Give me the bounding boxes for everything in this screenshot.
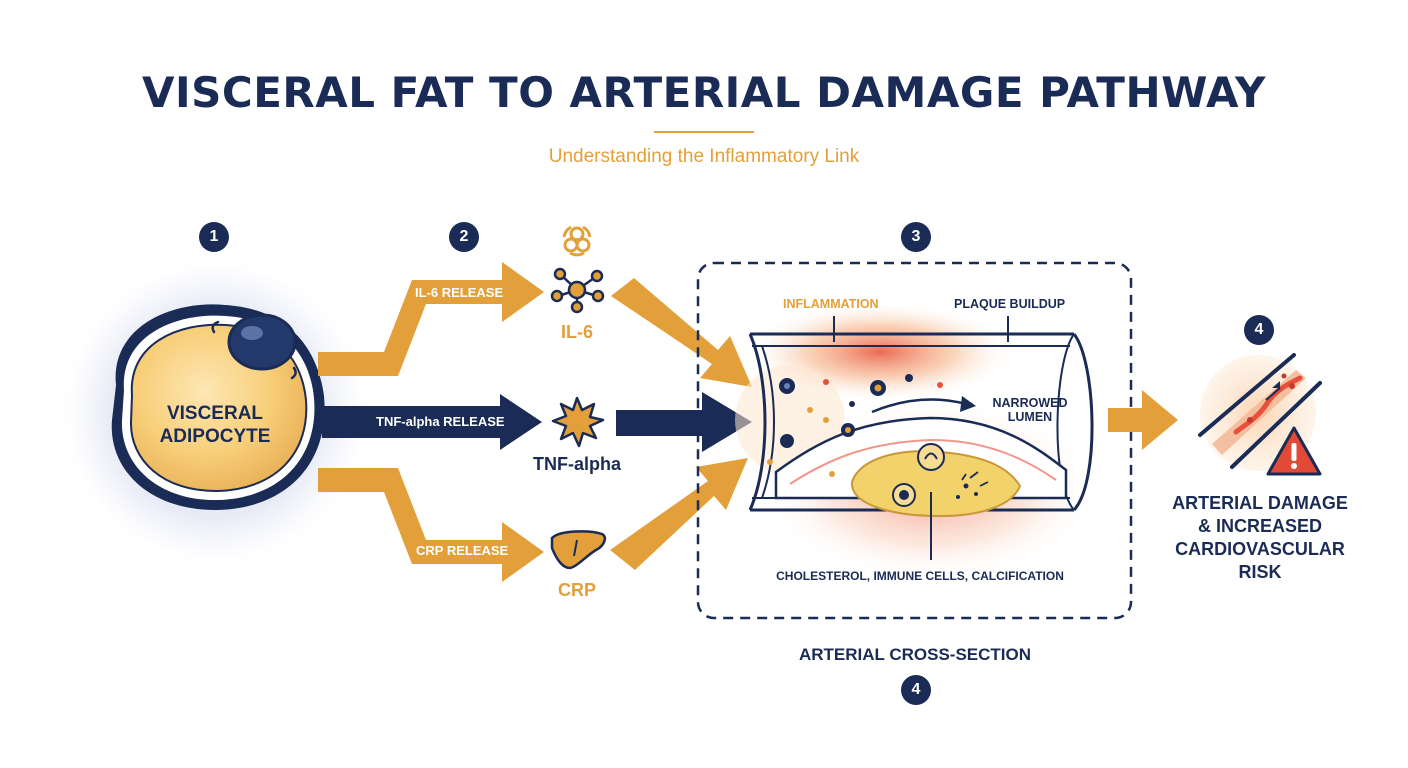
step-1-badge: 1 bbox=[199, 222, 229, 252]
outcome-label: ARTERIAL DAMAGE & INCREASED CARDIOVASCUL… bbox=[1165, 492, 1355, 584]
warning-icon bbox=[1266, 426, 1322, 476]
crp-to-artery-arrow bbox=[610, 458, 748, 570]
narrowed-lumen-line1: NARROWED bbox=[992, 396, 1068, 410]
narrowed-lumen-label: NARROWED LUMEN bbox=[990, 396, 1070, 424]
il6-molecule-label: IL-6 bbox=[560, 322, 593, 342]
crp-release-label: CRP RELEASE bbox=[416, 543, 509, 558]
title-divider bbox=[654, 131, 754, 133]
step-4-outcome-badge: 4 bbox=[1244, 315, 1274, 345]
outcome-line1: ARTERIAL DAMAGE bbox=[1172, 493, 1348, 513]
tnf-release-arrow bbox=[322, 394, 542, 450]
outcome-line4: RISK bbox=[1238, 562, 1282, 582]
crp-release-arrow bbox=[318, 468, 544, 582]
liver-icon bbox=[550, 530, 607, 570]
cross-section-label: ARTERIAL CROSS-SECTION bbox=[798, 645, 1032, 664]
artery-cross-section bbox=[735, 304, 1100, 580]
step-3-badge: 3 bbox=[901, 222, 931, 252]
cross-section-frame bbox=[696, 261, 1133, 620]
nucleus-icon bbox=[227, 313, 297, 371]
il6-release-label: IL-6 RELEASE bbox=[415, 285, 504, 300]
tnf-molecule-label: TNF-alpha bbox=[533, 454, 621, 474]
narrowed-lumen-line2: LUMEN bbox=[1007, 410, 1053, 424]
outcome-line2: & INCREASED bbox=[1197, 516, 1322, 536]
adipocyte-label-line1: VISCERAL bbox=[166, 403, 264, 424]
step-4-section-badge: 4 bbox=[901, 675, 931, 705]
plaque-buildup-label: PLAQUE BUILDUP bbox=[954, 297, 1066, 311]
plaque-composition-label: CHOLESTEROL, IMMUNE CELLS, CALCIFICATION bbox=[776, 569, 1064, 583]
page-title: VISCERAL FAT TO ARTERIAL DAMAGE PATHWAY bbox=[142, 68, 1266, 117]
tnf-to-artery-arrow bbox=[616, 392, 752, 452]
adipocyte-label: VISCERAL ADIPOCYTE bbox=[110, 402, 320, 448]
page-subtitle: Understanding the Inflammatory Link bbox=[548, 146, 860, 167]
tnf-release-label: TNF-alpha RELEASE bbox=[376, 414, 505, 429]
flow-arrow bbox=[871, 398, 967, 414]
il6-to-artery-arrow bbox=[611, 278, 752, 387]
step-2-badge: 2 bbox=[449, 222, 479, 252]
starburst-icon bbox=[551, 396, 605, 448]
biohazard-icon bbox=[562, 225, 592, 257]
artery-to-outcome-arrow bbox=[1108, 390, 1178, 450]
crp-molecule-label: CRP bbox=[557, 580, 596, 600]
outcome-line3: CARDIOVASCULAR bbox=[1175, 539, 1345, 559]
adipocyte-label-line2: ADIPOCYTE bbox=[159, 426, 271, 447]
molecule-icon bbox=[550, 267, 605, 314]
adipocyte-cell bbox=[63, 260, 367, 564]
inflammation-label: INFLAMMATION bbox=[783, 297, 879, 311]
il6-release-arrow bbox=[318, 262, 544, 376]
